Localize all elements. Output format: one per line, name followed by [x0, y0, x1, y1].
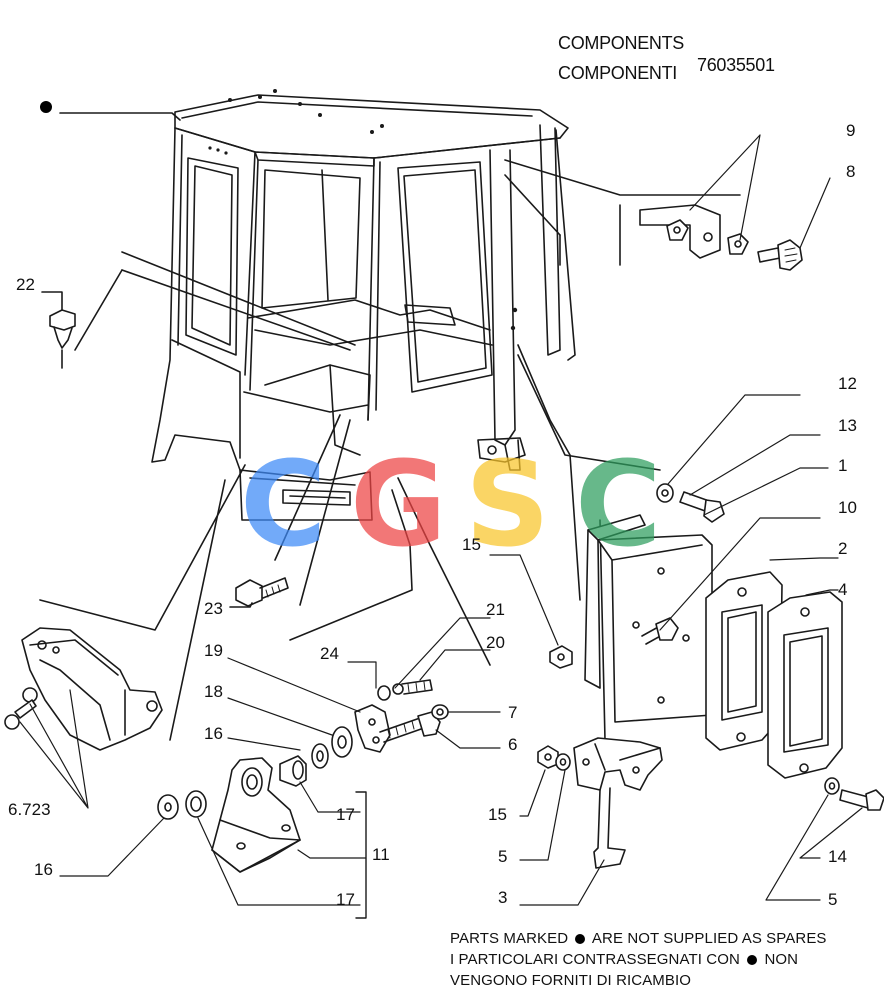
cab-frame	[151, 89, 576, 521]
callout-19: 19	[204, 641, 223, 660]
callout-7: 7	[508, 703, 517, 722]
watermark-letter-2: G	[350, 435, 447, 573]
left-bracket-6723	[4, 627, 163, 809]
marker-dot-icon	[575, 934, 586, 944]
callout-14: 14	[828, 847, 847, 866]
header-part-number: 76035501	[697, 55, 775, 75]
header-components-it: COMPONENTI	[558, 63, 678, 83]
plug-22	[41, 291, 76, 369]
callout-1: 1	[838, 456, 847, 475]
legend-note-line-1-end: ARE NOT SUPPLIED AS SPARES	[591, 930, 827, 947]
header-components-en: COMPONENTS	[558, 33, 685, 53]
watermark-logo: C G S C	[240, 435, 662, 573]
watermark-letter-1: C	[240, 435, 327, 573]
callout-15-lower: 15	[488, 805, 507, 824]
callout-4: 4	[838, 580, 847, 599]
leader-lines	[39, 112, 761, 741]
callout-16-lower: 16	[34, 860, 53, 879]
callout-24: 24	[320, 644, 339, 663]
callout-6723: 6.723	[8, 800, 51, 819]
latch-3	[519, 737, 884, 906]
hinge-linkage	[227, 617, 501, 769]
not-supplied-marker-dot	[40, 101, 52, 113]
callout-8: 8	[846, 162, 855, 181]
callout-23: 23	[204, 599, 223, 618]
callout-10: 10	[838, 498, 857, 517]
callout-13: 13	[838, 416, 857, 435]
callout-17-lower: 17	[336, 890, 355, 909]
callout-6: 6	[508, 735, 517, 754]
callout-17-upper: 17	[336, 805, 355, 824]
callout-21: 21	[486, 600, 505, 619]
mount-plate-1	[489, 394, 843, 779]
legend-note-line-2-start: I PARTICOLARI CONTRASSEGNATI CON	[450, 951, 740, 968]
callout-16-upper: 16	[204, 724, 223, 743]
callout-3: 3	[498, 888, 507, 907]
callout-9: 9	[846, 121, 855, 140]
watermark-letter-4: C	[575, 435, 662, 573]
callout-12: 12	[838, 374, 857, 393]
callout-22: 22	[16, 275, 35, 294]
callout-5-right: 5	[828, 890, 837, 909]
callout-20: 20	[486, 633, 505, 652]
callout-labels: 9 8 22 12 13 1 10 2 4 15 21 20 24 19 23 …	[8, 121, 857, 909]
callout-11: 11	[372, 845, 390, 864]
legend-note-line-1: PARTS MARKED ARE NOT SUPPLIED AS SPARES	[450, 930, 827, 947]
legend-note-line-1-start: PARTS MARKED	[450, 930, 569, 947]
watermark-letter-3: S	[465, 435, 550, 573]
legend-note-line-2-end: NON	[764, 951, 799, 968]
hinge-base-11	[59, 755, 367, 919]
marker-dot-icon	[747, 955, 758, 965]
callout-18: 18	[204, 682, 223, 701]
callout-5-left: 5	[498, 847, 507, 866]
bracket-9-assembly	[639, 134, 831, 271]
callout-15-upper: 15	[462, 535, 481, 554]
bolt-23	[229, 577, 289, 608]
callout-2: 2	[838, 539, 847, 558]
legend-note-line-2: I PARTICOLARI CONTRASSEGNATI CON NON	[450, 951, 798, 968]
legend-note-line-3: VENGONO FORNITI DI RICAMBIO	[450, 972, 692, 989]
